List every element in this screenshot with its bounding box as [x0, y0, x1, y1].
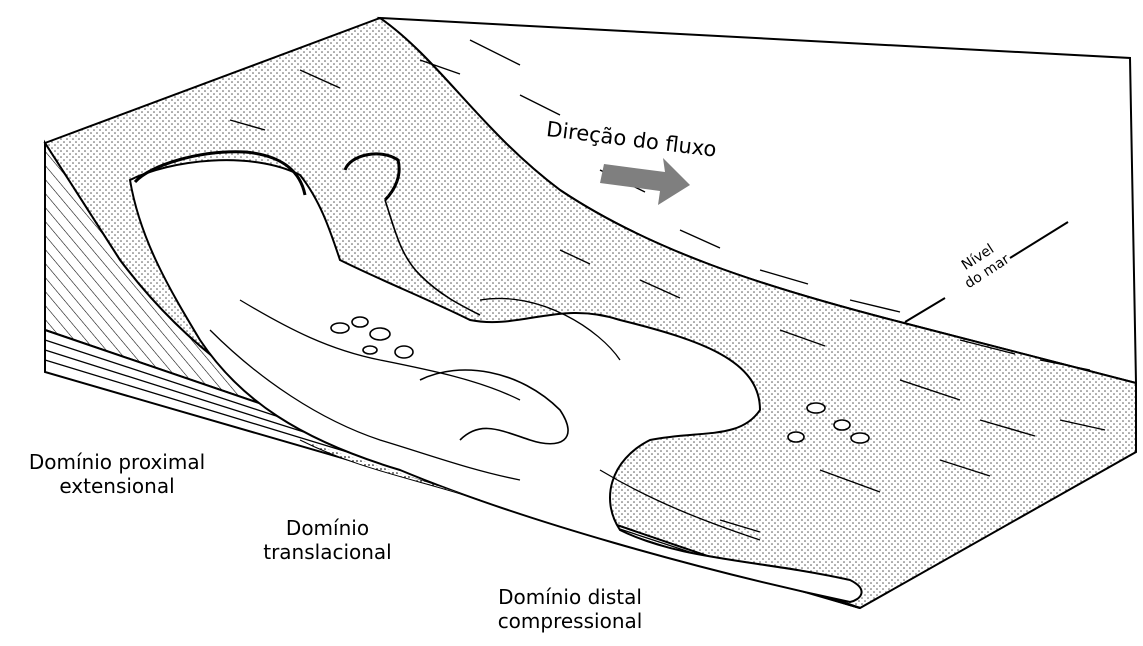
translational-line-2: translacional: [240, 540, 415, 564]
translational-line-1: Domínio: [240, 516, 415, 540]
distal-domain-label: Domínio distal compressional: [470, 585, 670, 634]
proximal-line-1: Domínio proximal: [8, 450, 226, 474]
distal-line-1: Domínio distal: [470, 585, 670, 609]
proximal-domain-label: Domínio proximal extensional: [8, 450, 226, 499]
translational-domain-label: Domínio translacional: [240, 516, 415, 565]
proximal-line-2: extensional: [8, 474, 226, 498]
distal-line-2: compressional: [470, 609, 670, 633]
